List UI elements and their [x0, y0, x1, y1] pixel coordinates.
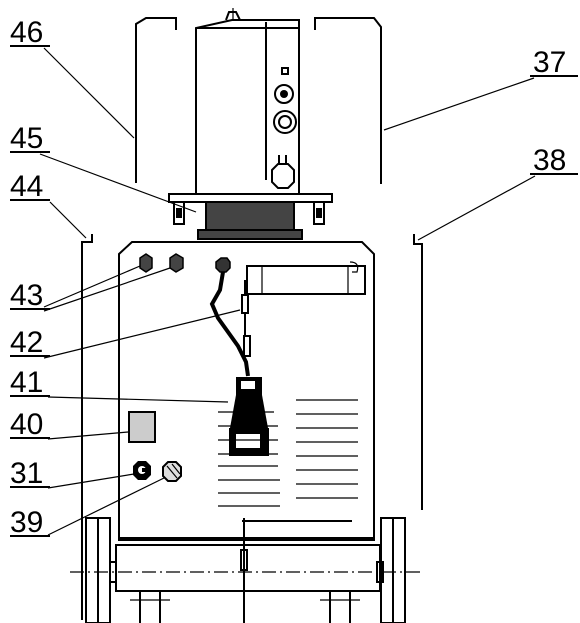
control-knob [133, 461, 151, 480]
callout-41: 41 [10, 366, 50, 399]
callout-37: 37 [530, 46, 578, 79]
callout-40: 40 [10, 408, 50, 441]
callout-39: 39 [10, 506, 50, 539]
svg-text:43: 43 [10, 279, 43, 312]
svg-text:45: 45 [10, 122, 43, 155]
svg-text:31: 31 [10, 457, 43, 490]
callout-38: 38 [530, 144, 578, 177]
callout-42: 42 [10, 326, 50, 359]
hex-port-1 [139, 253, 153, 273]
svg-text:39: 39 [10, 506, 43, 539]
main-cabinet [118, 241, 375, 541]
left-side-frame [81, 234, 93, 620]
plug-connector [229, 377, 269, 456]
base-frame [70, 517, 420, 623]
svg-text:46: 46 [10, 16, 43, 49]
flange-plate [168, 193, 333, 240]
right-side-frame [413, 234, 423, 510]
callout-43: 43 [10, 279, 50, 312]
indicator-square [128, 411, 156, 443]
svg-text:37: 37 [533, 46, 566, 79]
leader-lines [39, 47, 536, 536]
svg-text:40: 40 [10, 408, 43, 441]
nameplate-lines [218, 399, 358, 522]
callout-31: 31 [10, 457, 50, 490]
right-upper-housing [314, 17, 382, 184]
callout-44: 44 [10, 170, 50, 203]
cable-assembly [209, 257, 251, 377]
svg-text:38: 38 [533, 144, 566, 177]
fuse-holder [162, 461, 182, 482]
upper-column [195, 8, 300, 193]
hex-port-2 [169, 253, 184, 273]
top-right-slot [246, 261, 366, 295]
svg-text:44: 44 [10, 170, 43, 203]
callout-46: 46 [10, 16, 50, 49]
svg-text:41: 41 [10, 366, 43, 399]
svg-text:42: 42 [10, 326, 43, 359]
left-upper-housing [135, 17, 177, 183]
callout-45: 45 [10, 122, 50, 155]
